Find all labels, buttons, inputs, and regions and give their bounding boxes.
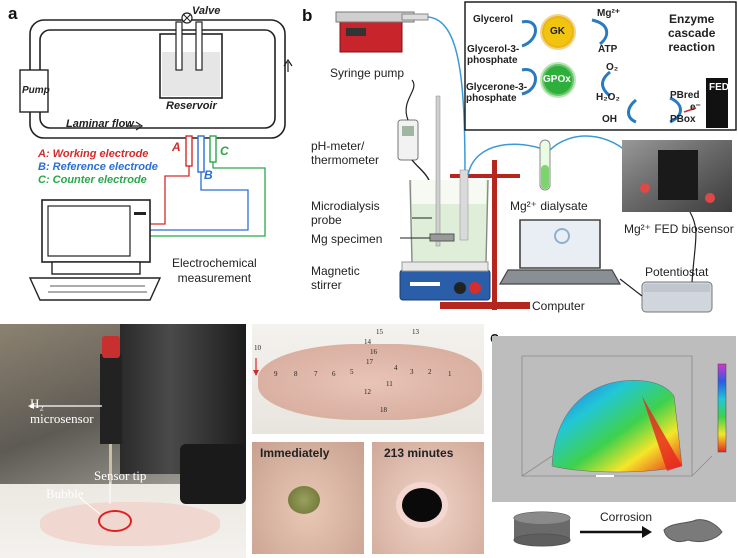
pos-3: 3 [410, 368, 414, 376]
legend-counter: C: Counter electrode [38, 174, 147, 186]
magnetic-stirrer-label: Magnetic stirrer [311, 264, 360, 292]
legend-working: A: Working electrode [38, 148, 149, 160]
measurement-label: Electrochemical measurement [172, 256, 257, 285]
color-scale-bar [717, 363, 727, 453]
cascade-oh: OH [602, 114, 617, 125]
dialysate-label: Mg²⁺ dialysate [510, 199, 588, 213]
electrode-c-label: C [220, 144, 229, 158]
pos-9: 9 [274, 370, 278, 378]
ph-meter-label: pH-meter/ thermometer [311, 139, 380, 167]
panel-e-3d-map [492, 336, 736, 502]
cascade-g3p: Glycerol-3- phosphate [467, 44, 520, 66]
pos-15: 15 [376, 328, 383, 336]
cascade-fed: FED [709, 82, 729, 93]
panel-label-a: a [8, 4, 18, 23]
pos-8: 8 [294, 370, 298, 378]
panel-label-b: b [302, 6, 313, 25]
pos-11: 11 [386, 380, 393, 388]
laminar-flow-label: Laminar flow [66, 118, 134, 130]
pump-box [19, 69, 49, 113]
legend-reference: B: Reference electrode [38, 161, 158, 173]
pos-17: 17 [366, 358, 373, 366]
corrosion-label: Corrosion [600, 510, 653, 524]
cascade-gpox: GPOx [543, 74, 571, 85]
pos-7: 7 [314, 370, 318, 378]
cascade-atp: ATP [598, 44, 618, 55]
bubble-label: Bubble [46, 486, 84, 501]
cascade-pbox: PBox [670, 114, 696, 125]
cascade-title: Enzyme cascade reaction [668, 12, 716, 54]
syringe-pump-label: Syringe pump [330, 66, 405, 80]
immediately-label: Immediately [260, 446, 330, 460]
213-minutes-label: 213 minutes [384, 446, 454, 460]
pos-13: 13 [412, 328, 419, 336]
panel-d-213min-photo: 213 minutes [372, 442, 484, 554]
laptop-screen [519, 219, 601, 269]
cascade-o2: O₂ [606, 62, 619, 73]
pos-1: 1 [448, 370, 452, 378]
working-wire [150, 166, 190, 225]
cascade-gk: GK [550, 26, 565, 37]
gpox-circle [540, 62, 576, 98]
cascade-h2o2: H₂O₂ [596, 92, 620, 103]
cascade-glycerol: Glycerol [473, 14, 514, 25]
panel-e-corrosion-schematic [513, 511, 723, 547]
cascade-pbred: PBred [670, 90, 700, 101]
valve-label: Valve [192, 5, 221, 17]
potentiostat-label: Potentiostat [645, 265, 709, 279]
fed-biosensor-label: Mg²⁺ FED biosensor [624, 222, 734, 236]
tubing-loop-inner [39, 29, 276, 129]
cascade-mg: Mg²⁺ [597, 8, 621, 19]
corrosion-surface [551, 380, 683, 473]
mg-specimen-label: Mg specimen [311, 232, 383, 246]
pos-12: 12 [364, 388, 371, 396]
mg-specimen [429, 233, 455, 242]
pos-18: 18 [380, 406, 387, 414]
pos-16: 16 [370, 348, 377, 356]
pos-6: 6 [332, 370, 336, 378]
pump-label: Pump [22, 85, 50, 96]
computer-label: Computer [532, 299, 585, 313]
syringe-pump-body [339, 21, 403, 53]
pos-2: 2 [428, 368, 432, 376]
cascade-glycerone: Glycerone-3- phosphate [466, 82, 528, 104]
stand-pole [492, 160, 497, 310]
cascade-electron: e⁻ [690, 102, 701, 113]
pos-10: 10 [254, 344, 261, 352]
pos-4: 4 [394, 364, 398, 372]
panel-c-photo: H₂ microsensor Sensor tip Bubble [0, 324, 246, 558]
panel-d-top-photo: 10 15 13 14 16 17 1 2 3 4 5 6 7 8 9 11 1… [252, 324, 484, 434]
sensor-tip-label: Sensor tip [94, 468, 147, 483]
pos-14: 14 [364, 338, 371, 346]
panel-a-diagram [19, 12, 293, 301]
microdialysis-label: Microdialysis probe [311, 199, 380, 227]
electrode-b-label: B [204, 168, 213, 182]
fed-electrode [706, 78, 728, 128]
gk-circle [540, 14, 576, 50]
location-numbers [253, 358, 259, 376]
microdialysis-probe [435, 95, 441, 247]
corroded-specimen [663, 519, 723, 543]
keyboard [28, 277, 162, 301]
electrode-a-label: A [172, 140, 181, 154]
pos-5: 5 [350, 368, 354, 376]
reference-wire [150, 172, 249, 231]
reservoir-label: Reservoir [166, 100, 217, 112]
counter-wire [150, 162, 266, 237]
panel-b-diagram [335, 1, 737, 313]
panel-d-immediately-photo: Immediately [252, 442, 364, 554]
